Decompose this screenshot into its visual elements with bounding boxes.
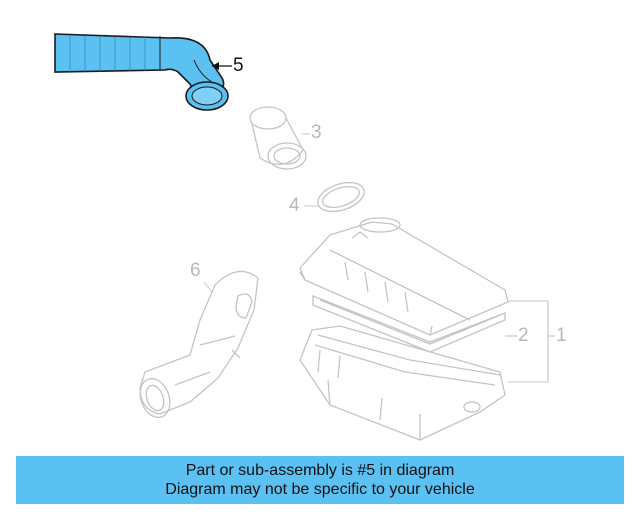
callout-6: 6 xyxy=(190,260,201,281)
banner-line-disclaimer: Diagram may not be specific to your vehi… xyxy=(165,481,475,498)
parts-diagram xyxy=(54,33,555,441)
banner-line-part: Part or sub-assembly is #5 in diagram xyxy=(185,462,455,479)
part-1-lower-housing[interactable] xyxy=(299,325,506,441)
info-banner: Part or sub-assembly is #5 in diagram Di… xyxy=(16,456,624,504)
callout-1: 1 xyxy=(556,325,567,346)
part-4-gasket[interactable] xyxy=(314,177,368,217)
callout-bracket xyxy=(505,300,555,383)
part-1-upper-housing[interactable] xyxy=(299,217,509,336)
part-6-inlet-duct[interactable] xyxy=(135,270,259,421)
leader-line-6 xyxy=(203,281,213,293)
callout-5: 5 xyxy=(233,55,244,76)
part-5-intake-hose[interactable] xyxy=(54,33,229,111)
callout-4: 4 xyxy=(289,195,300,216)
part-3-sensor[interactable] xyxy=(249,106,307,170)
callout-2: 2 xyxy=(518,325,529,346)
part-2-filter-element[interactable] xyxy=(312,295,506,353)
callout-3: 3 xyxy=(311,122,322,143)
arrowhead-5 xyxy=(212,62,219,70)
